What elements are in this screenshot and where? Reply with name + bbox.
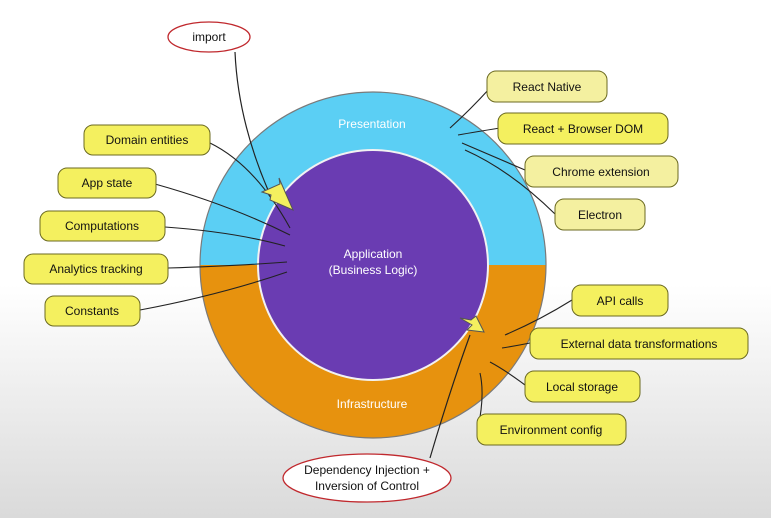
- import-oval: import: [167, 21, 251, 53]
- presentation-item-react-native: React Native: [486, 70, 608, 103]
- infra-item-local-storage: Local storage: [524, 370, 641, 403]
- infra-item-external-data-transformations: External data transformations: [529, 327, 749, 360]
- application-subtitle: (Business Logic): [329, 263, 418, 277]
- left-item-label: App state: [82, 176, 133, 190]
- left-item-app-state: App state: [57, 167, 157, 199]
- infra-item-label: Environment config: [500, 423, 603, 437]
- di-oval: Dependency Injection + Inversion of Cont…: [282, 453, 452, 503]
- presentation-item-label: React + Browser DOM: [523, 122, 643, 136]
- application-core: [257, 149, 489, 381]
- left-item-analytics-tracking: Analytics tracking: [23, 253, 169, 285]
- import-arrow-head-icon: [260, 177, 294, 211]
- infra-item-api-calls: API calls: [571, 284, 669, 317]
- presentation-item-label: Electron: [578, 208, 622, 222]
- left-item-label: Analytics tracking: [49, 262, 142, 276]
- outer-ring-outline: [199, 91, 547, 439]
- presentation-item-react-browser-dom: React + Browser DOM: [497, 112, 669, 145]
- application-title: Application: [344, 247, 403, 261]
- presentation-item-label: React Native: [513, 80, 582, 94]
- import-label: import: [192, 30, 226, 44]
- left-item-domain-entities: Domain entities: [83, 124, 211, 156]
- di-label-line2: Inversion of Control: [315, 479, 419, 493]
- presentation-label: Presentation: [338, 117, 405, 131]
- di-label-line1: Dependency Injection +: [304, 463, 430, 477]
- infrastructure-label: Infrastructure: [337, 397, 408, 411]
- infra-item-label: API calls: [597, 294, 644, 308]
- infra-item-label: External data transformations: [561, 337, 718, 351]
- left-item-label: Domain entities: [106, 133, 189, 147]
- infra-item-label: Local storage: [546, 380, 618, 394]
- presentation-item-electron: Electron: [554, 198, 646, 231]
- left-item-constants: Constants: [44, 295, 141, 327]
- di-arrow-line: [429, 334, 471, 459]
- left-connectors: [139, 142, 291, 311]
- left-item-computations: Computations: [39, 210, 166, 242]
- import-arrow-line: [234, 51, 269, 191]
- presentation-item-label: Chrome extension: [552, 165, 649, 179]
- left-item-label: Computations: [65, 219, 139, 233]
- presentation-item-chrome-extension: Chrome extension: [524, 155, 679, 188]
- di-arrow-head-icon: [459, 315, 485, 333]
- infra-item-environment-config: Environment config: [476, 413, 627, 446]
- left-item-label: Constants: [65, 304, 119, 318]
